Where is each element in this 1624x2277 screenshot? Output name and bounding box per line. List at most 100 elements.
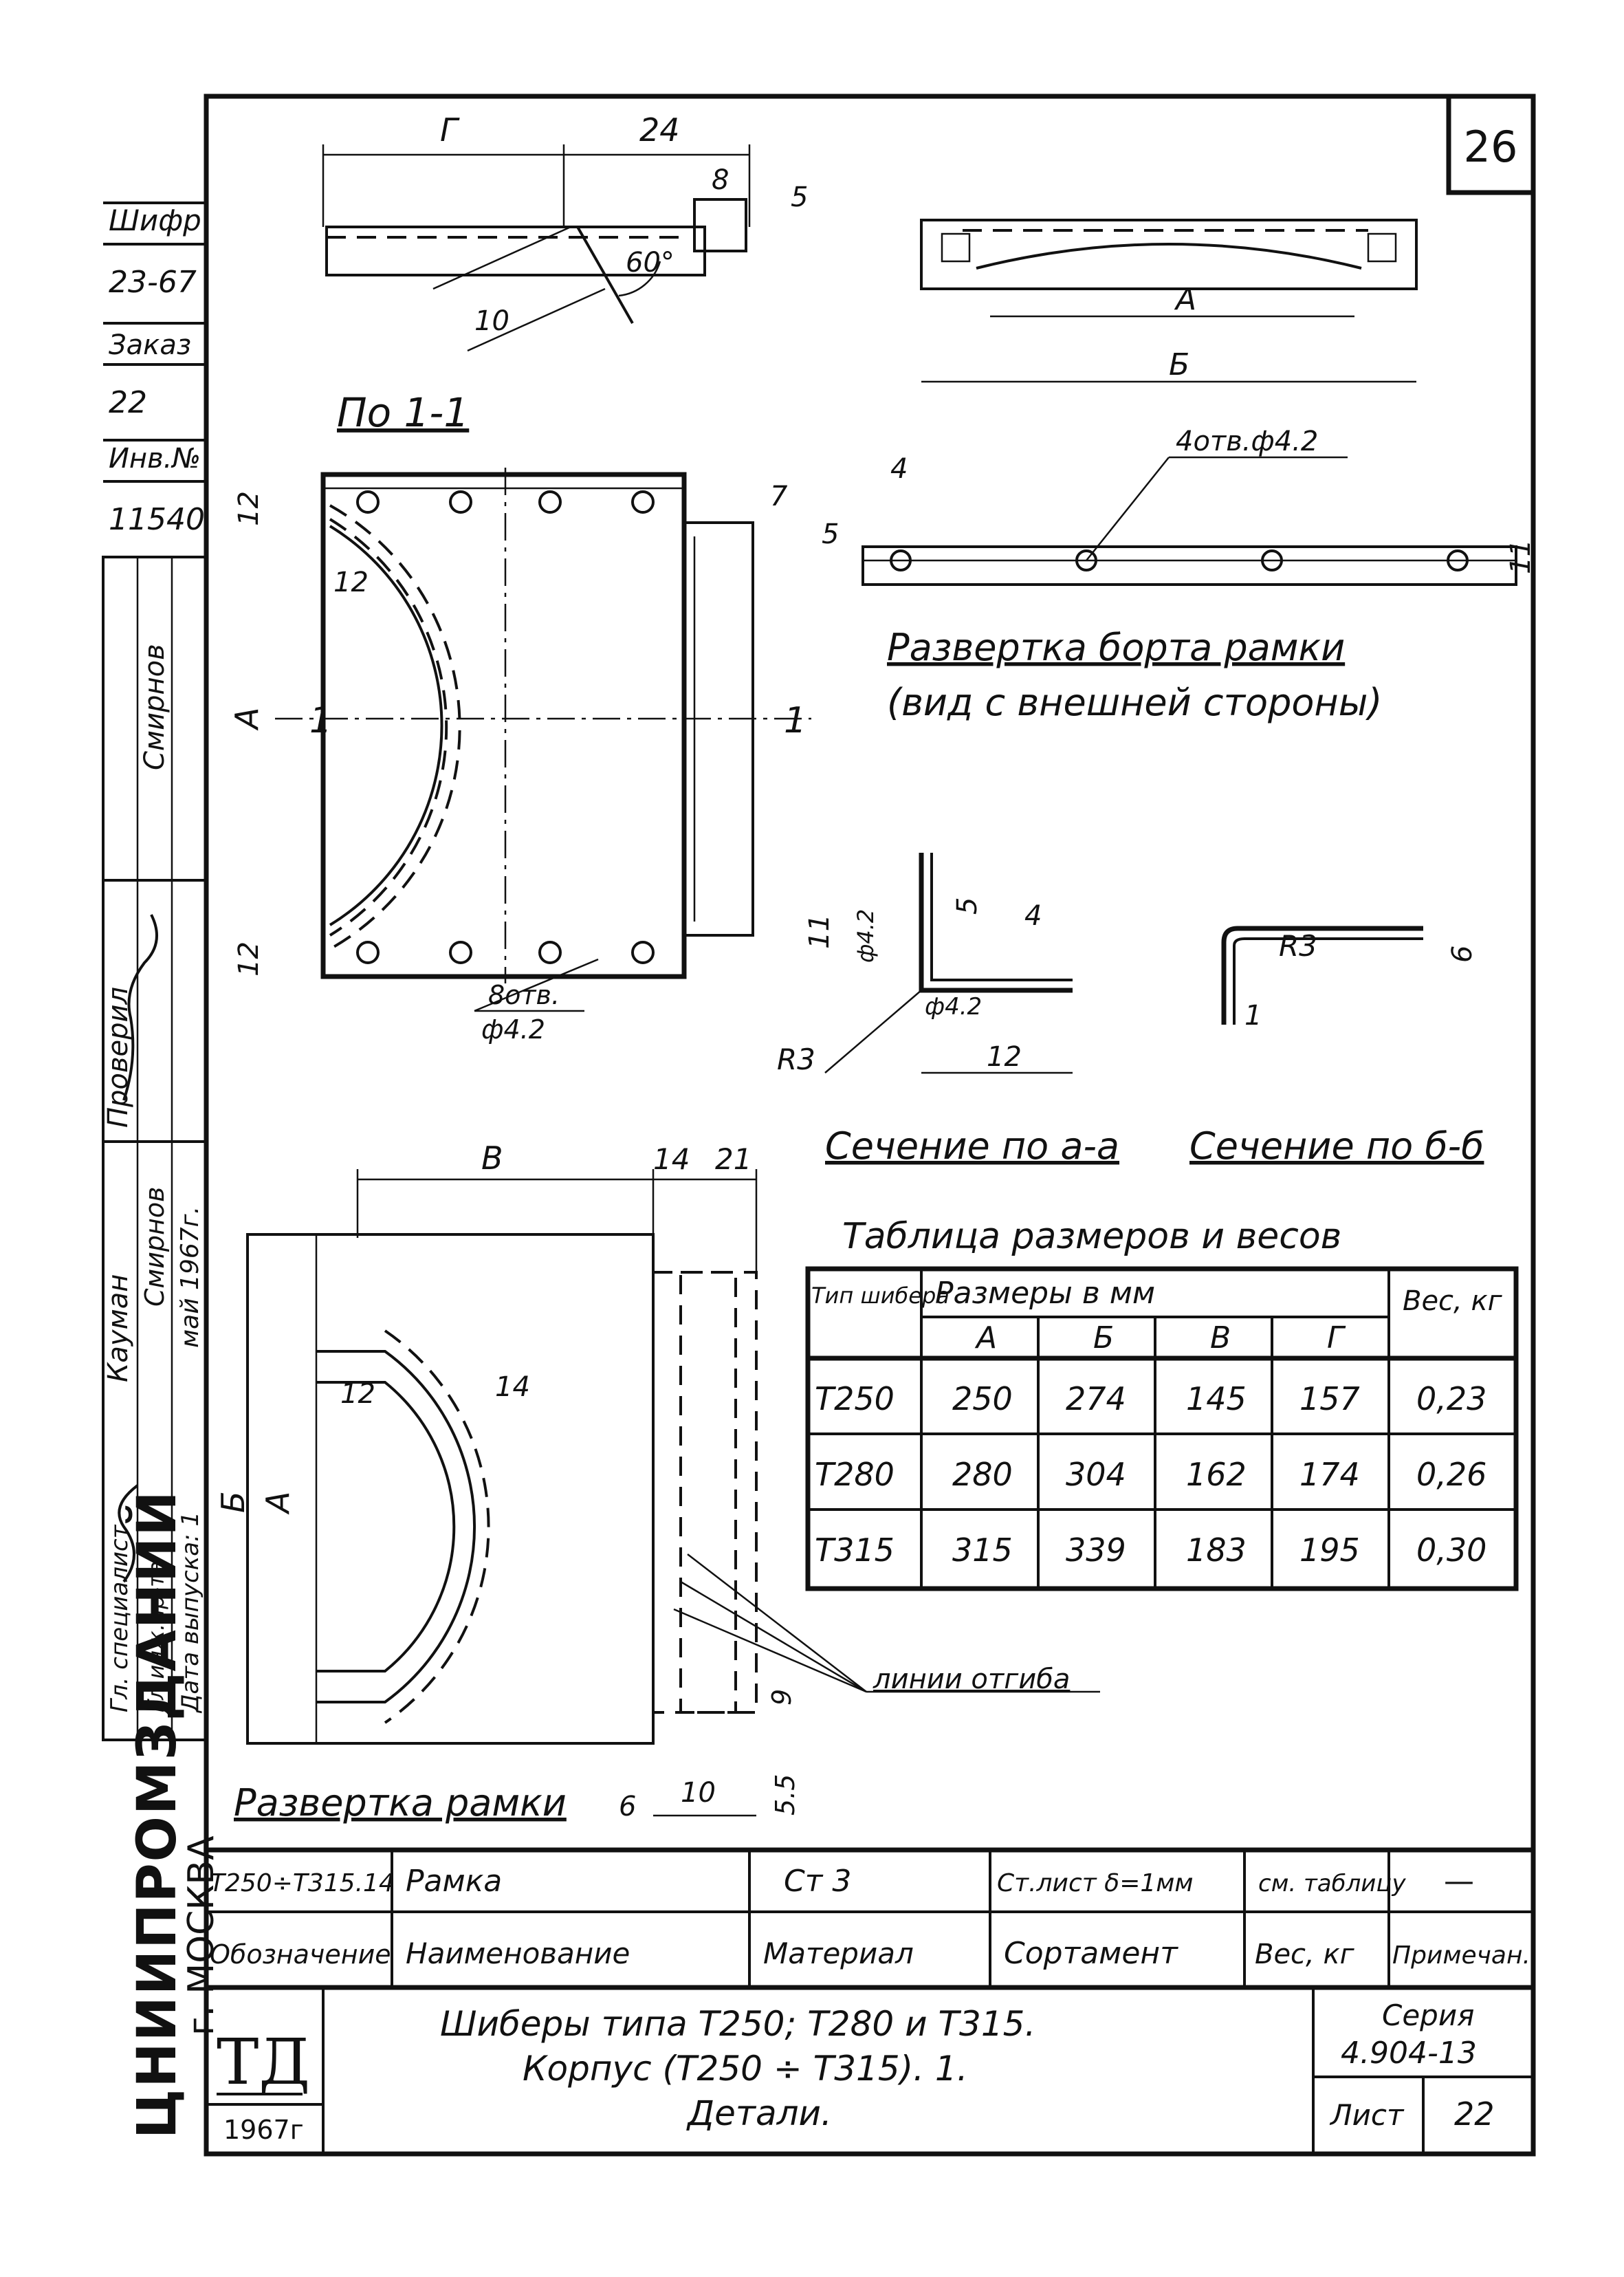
sheet-value: 22 — [1454, 2095, 1495, 2133]
table-title: Таблица размеров и весов — [842, 1216, 1341, 1257]
flange-development: 4 5 11 4отв.ф4.2 Развертка борта рамки (… — [822, 426, 1537, 724]
dim-14-arc: 14 — [495, 1371, 530, 1403]
dim-12-aa: 12 — [987, 1041, 1022, 1073]
title-line-2: Корпус (Т250 ÷ Т315). 1. — [523, 2049, 968, 2089]
dim-6-bb: 6 — [1447, 946, 1478, 963]
series-label: Серия — [1382, 1998, 1474, 2032]
th-type: Тип шибера — [811, 1283, 950, 1309]
size-weight-table: Таблица размеров и весов Тип шибера Разм… — [805, 1216, 1519, 1591]
section-b-b-label: Сечение по б-б — [1189, 1124, 1484, 1168]
margin-code-label: Шифр — [109, 204, 201, 237]
section-1-1-label: По 1-1 — [337, 389, 469, 436]
row1-type: Т250 — [815, 1380, 895, 1417]
signature-scribble-1 — [122, 914, 158, 1101]
spec-designation: Т250÷Т315.14 — [210, 1869, 395, 1897]
dim-phi-aa-2: ф4.2 — [925, 993, 982, 1021]
dim-7: 7 — [770, 481, 788, 512]
dim-5-aa: 5 — [952, 897, 983, 915]
spec-h-assortment: Сортамент — [1004, 1936, 1178, 1971]
year: 1967г — [223, 2115, 304, 2145]
holes-note-frame: 8отв. — [488, 980, 560, 1010]
row2-V: 162 — [1186, 1456, 1247, 1493]
th-col-A: А — [974, 1320, 997, 1355]
margin-code-value: 23-67 — [109, 265, 197, 300]
dim-12-c: 12 — [333, 567, 369, 598]
sign-role-7: Гл.инж.пр-та — [143, 1561, 169, 1712]
dim-21-dev: 21 — [715, 1142, 751, 1176]
dim-A-section: А — [228, 708, 265, 731]
section-mark-left: 1 — [309, 700, 332, 741]
dim-12-a: 12 — [233, 491, 265, 526]
row2-B: 304 — [1066, 1456, 1126, 1493]
dim-60-top: 60° — [626, 247, 674, 279]
th-col-V: В — [1210, 1320, 1231, 1355]
dim-phi-aa-1: ф4.2 — [853, 909, 879, 963]
sheet-label: Лист — [1329, 2098, 1405, 2132]
row1-A: 250 — [952, 1380, 1013, 1417]
holes-note-flange: 4отв.ф4.2 — [1176, 426, 1318, 457]
corner-number: 26 — [1464, 122, 1518, 172]
spec-block: Т250÷Т315.14 Рамка Ст 3 Ст.лист δ=1мм см… — [206, 1847, 1533, 1990]
spec-name: Рамка — [406, 1864, 502, 1899]
row3-A: 315 — [952, 1532, 1013, 1569]
corner-number-box — [1446, 94, 1536, 195]
margin-inv-value: 11540 — [109, 502, 205, 537]
dim-24-top: 24 — [639, 111, 680, 149]
th-col-B: Б — [1093, 1320, 1114, 1355]
flange-caption-1: Развертка борта рамки — [887, 626, 1345, 669]
dim-5-top: 5 — [791, 182, 808, 213]
dim-B-dev: Б — [215, 1491, 252, 1513]
title-line-1: Шиберы типа Т250; Т280 и Т315. — [440, 2004, 1035, 2044]
row3-type: Т315 — [815, 1532, 895, 1569]
top-right-detail: А Б — [920, 219, 1418, 383]
dim-12-dev: 12 — [340, 1378, 375, 1410]
signature-strip: Смирнов Проверил Кауман Смирнов май 1967… — [102, 556, 208, 1741]
spec-h-material: Материал — [763, 1937, 914, 1970]
th-sizes: Размеры в мм — [935, 1276, 1155, 1311]
margin-order-label: Заказ — [109, 329, 191, 361]
org-name: ЦНИИПРОМЗДАНИЙ — [125, 1490, 188, 2139]
dim-6-dev: 6 — [619, 1791, 636, 1822]
th-col-G: Г — [1327, 1320, 1346, 1355]
frame-development: В 14 21 Б А 12 14 линии отгиба 9 5.5 6 1… — [215, 1140, 1100, 1824]
row2-w: 0,26 — [1416, 1456, 1486, 1493]
th-weight: Вес, кг — [1403, 1285, 1503, 1317]
dim-4-flange: 4 — [890, 453, 908, 485]
row1-B: 274 — [1066, 1380, 1126, 1417]
sign-role-8: Дата выпуска: 1 — [177, 1512, 204, 1714]
row3-V: 183 — [1186, 1532, 1247, 1569]
top-left-detail: Г 24 8 5 10 60° — [322, 111, 808, 352]
series-value: 4.904-13 — [1341, 2036, 1477, 2071]
row1-V: 145 — [1186, 1380, 1247, 1417]
dim-B-top: Б — [1169, 347, 1189, 382]
dim-11-flange: 11 — [1505, 539, 1537, 574]
section-a-a-label: Сечение по а-а — [825, 1124, 1119, 1168]
dim-10-top: 10 — [474, 305, 509, 337]
margin-order-value: 22 — [109, 385, 147, 420]
logo-td: ТД — [217, 2025, 310, 2099]
row3-w: 0,30 — [1416, 1532, 1486, 1569]
spec-h-designation: Обозначение — [210, 1939, 391, 1970]
sign-role-6: Гл. специалист — [106, 1524, 133, 1712]
dim-8-top: 8 — [712, 164, 729, 196]
sign-name-1: Смирнов — [139, 644, 171, 770]
spec-note: — — [1444, 1864, 1474, 1899]
city-name: г. МОСКВА — [181, 1835, 222, 2036]
spec-h-name: Наименование — [406, 1937, 630, 1970]
row2-type: Т280 — [815, 1456, 895, 1493]
row3-B: 339 — [1066, 1532, 1126, 1569]
section-mark-right: 1 — [784, 700, 806, 741]
spec-assortment: Ст.лист δ=1мм — [997, 1869, 1194, 1897]
frame-development-label: Развертка рамки — [234, 1781, 567, 1824]
dim-14-dev: 14 — [653, 1142, 690, 1176]
dim-9-dev: 9 — [767, 1689, 797, 1706]
row1-w: 0,23 — [1416, 1380, 1486, 1417]
section-a-a: R3 11 5 ф4.2 4 ф4.2 12 Сечение по а-а — [777, 853, 1119, 1168]
dim-R3-bb: R3 — [1279, 929, 1317, 963]
flange-caption-2: (вид с внешней стороны) — [887, 681, 1382, 724]
bend-lines-label: линии отгиба — [873, 1664, 1070, 1695]
holes-dia-frame: ф4.2 — [481, 1014, 545, 1045]
row1-G: 157 — [1299, 1380, 1360, 1417]
dim-10-dev: 10 — [681, 1777, 716, 1809]
